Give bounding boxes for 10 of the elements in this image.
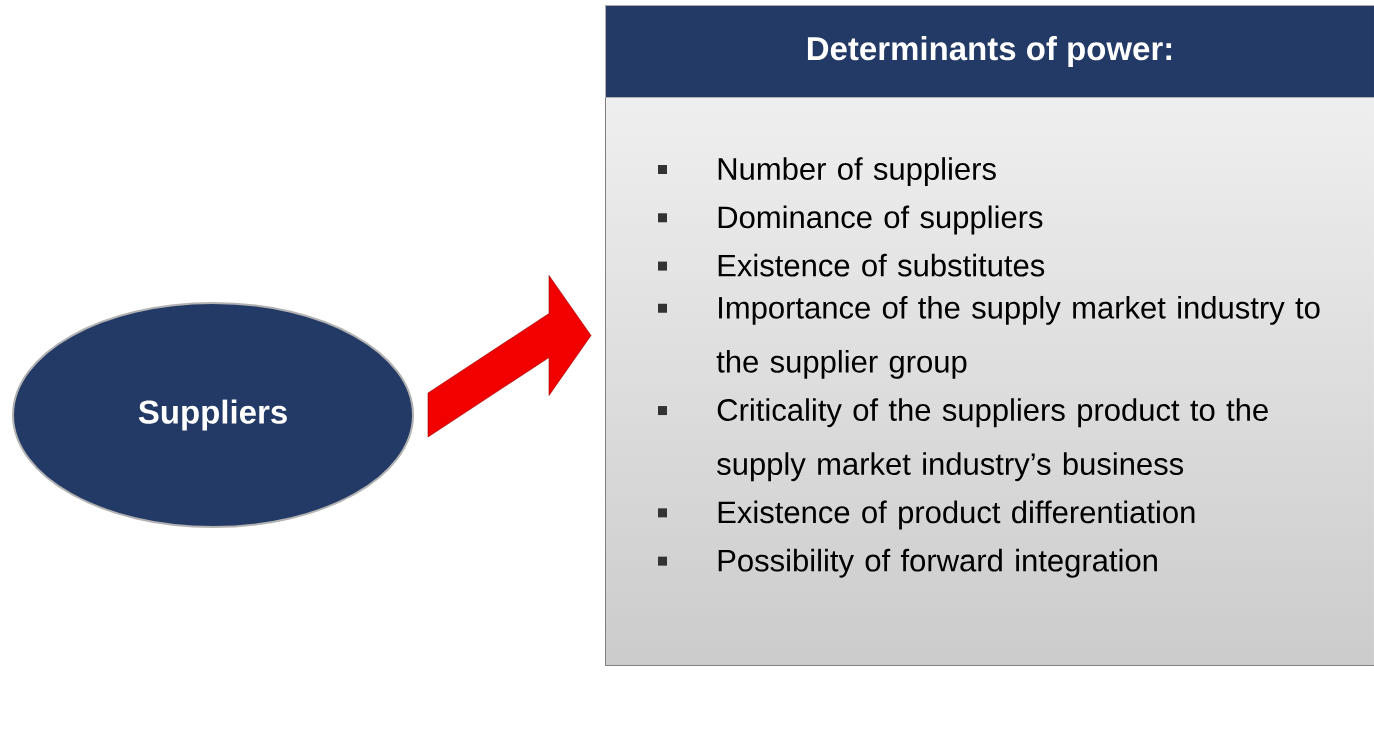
list-item: Criticality of the suppliers product to the supply market industry’s business xyxy=(717,398,1268,482)
list-item: Number of suppliers xyxy=(718,157,996,187)
oval-node: Suppliers xyxy=(12,302,414,528)
block-arrow xyxy=(427,275,592,438)
list-item: Dominance of suppliers xyxy=(718,205,1043,235)
list-item: Possibility of forward integration xyxy=(718,548,1157,578)
panel-header: Determinants of power: xyxy=(605,5,1374,98)
list-item: Existence of product differentiation xyxy=(718,500,1195,530)
list-item: Importance of the supply market industry to the supplier group xyxy=(716,295,1320,379)
list-item: Existence of substitutes xyxy=(718,253,1045,277)
